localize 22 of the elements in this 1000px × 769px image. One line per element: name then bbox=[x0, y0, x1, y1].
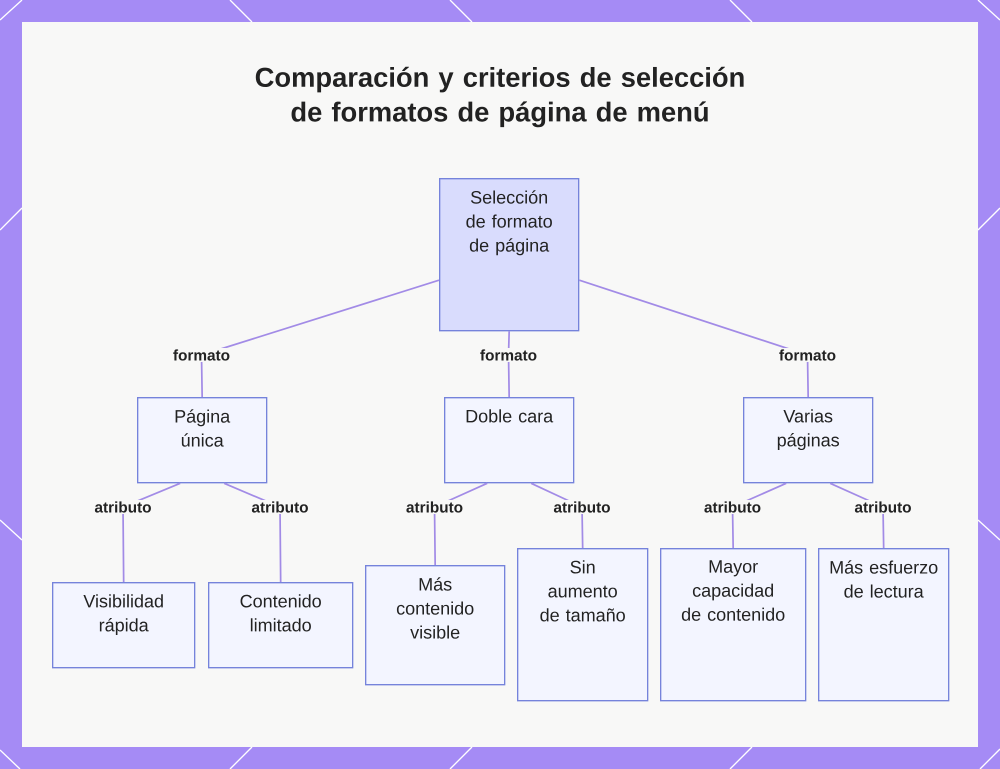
process-box: Selección de formato de página bbox=[439, 178, 580, 332]
process-box: Visibilidad rápida bbox=[52, 582, 196, 668]
edge-label: formato bbox=[778, 348, 838, 362]
process-box: Página única bbox=[137, 397, 268, 484]
process-box: Más contenido visible bbox=[365, 565, 506, 686]
edge-label: formato bbox=[478, 348, 538, 362]
edge-label: atributo bbox=[93, 500, 153, 514]
connector bbox=[579, 279, 810, 398]
edge-label: atributo bbox=[552, 500, 612, 514]
process-box: Contenido limitado bbox=[208, 582, 354, 668]
process-box: Más esfuerzo de lectura bbox=[818, 548, 950, 702]
connector bbox=[200, 279, 440, 398]
edge-label: atributo bbox=[853, 500, 913, 514]
process-box: Varias páginas bbox=[743, 397, 874, 484]
process-box: Mayor capacidad de contenido bbox=[660, 548, 806, 702]
title: Comparación y criterios de selección de formatos de página de menú bbox=[256, 66, 744, 128]
edge-label: formato bbox=[172, 348, 232, 362]
edge-label: atributo bbox=[702, 500, 762, 514]
process-box: Doble cara bbox=[444, 397, 574, 484]
edge-label: atributo bbox=[250, 500, 310, 514]
process-box: Sin aumento de tamaño bbox=[517, 548, 648, 702]
edge-label: atributo bbox=[404, 500, 464, 514]
